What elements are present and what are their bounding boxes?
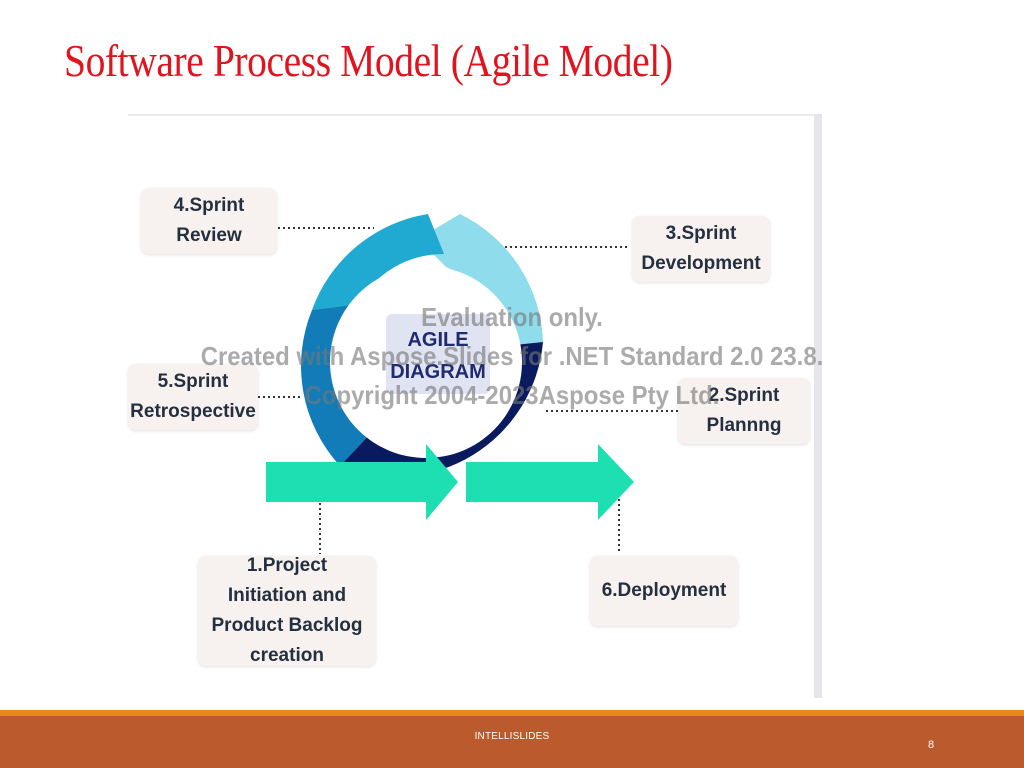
footer-bar: [0, 716, 1024, 768]
footer-text: INTELLISLIDES: [474, 731, 550, 742]
center-label-line1: AGILE: [407, 329, 468, 351]
ring-segment-development: [418, 214, 543, 346]
step-label: 1.Project Initiation and Product Backlog…: [211, 555, 363, 666]
step-label: 3.Sprint Development: [641, 223, 761, 274]
page-number: 8: [928, 739, 935, 751]
step-box-1-project-initiation: 1.Project Initiation and Product Backlog…: [198, 555, 376, 666]
ring-segment-review: [312, 214, 444, 310]
image-right-edge: [814, 114, 822, 698]
slide-title: Software Process Model (Agile Model): [64, 35, 673, 86]
step-label: 2.Sprint Plannng: [706, 385, 782, 436]
step-box-2-sprint-planning: 2.Sprint Plannng: [678, 378, 810, 444]
step-box-5-sprint-retrospective: 5.Sprint Retrospective: [128, 364, 258, 430]
arrow-left: [266, 444, 458, 520]
agile-cycle-graphic: AGILE DIAGRAM: [258, 214, 678, 554]
arrow-right: [466, 444, 634, 520]
step-label: 5.Sprint Retrospective: [130, 371, 256, 422]
agile-diagram: AGILE DIAGRAM 4.Sprint Review 3.Sprint D…: [128, 114, 822, 698]
image-top-edge: [128, 114, 822, 116]
center-label-box: [386, 314, 490, 394]
step-label: 6.Deployment: [601, 580, 727, 601]
step-box-6-deployment: 6.Deployment: [590, 556, 738, 626]
step-box-4-sprint-review: 4.Sprint Review: [141, 188, 277, 254]
center-label-line2: DIAGRAM: [390, 361, 486, 383]
step-label: 4.Sprint Review: [173, 195, 245, 246]
step-box-3-sprint-development: 3.Sprint Development: [632, 216, 770, 282]
footer-accent-line: [0, 710, 1024, 716]
